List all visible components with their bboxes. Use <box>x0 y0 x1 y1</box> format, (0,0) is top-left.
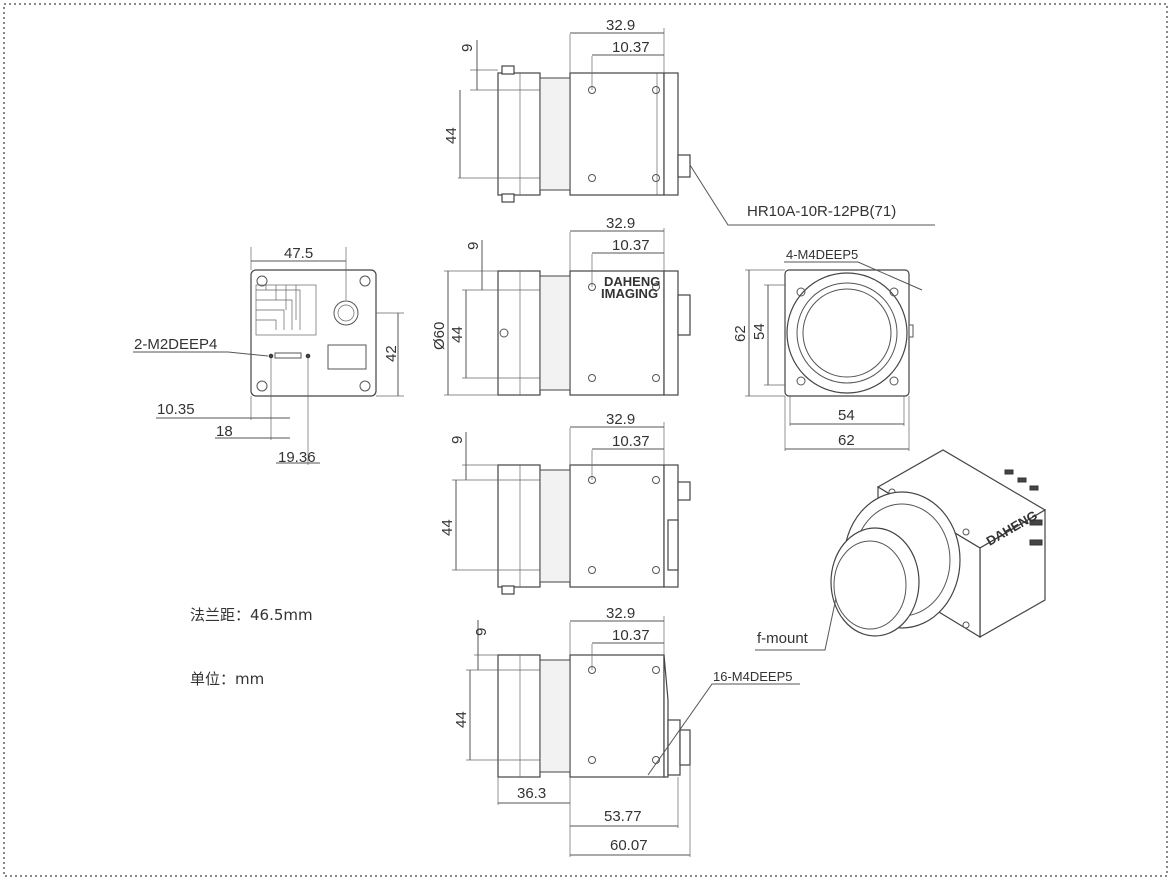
rear-dim-d3: 19.36 <box>278 449 316 466</box>
side-dim-offset: 9 <box>465 242 482 250</box>
side-view: DAHENG IMAGING 32.9 10.37 Ø60 44 9 <box>431 215 691 396</box>
connector-callout: HR10A-10R-12PB(71) <box>747 203 896 220</box>
top-dim-height: 44 <box>443 127 460 144</box>
front-view: 62 54 54 62 4-M4DEEP5 <box>732 247 923 451</box>
front-dim-inner-w: 54 <box>838 407 855 424</box>
top-dim-total: 32.9 <box>606 17 635 34</box>
top-dim-offset: 9 <box>459 44 476 52</box>
rear-holes-callout: 2-M2DEEP4 <box>134 336 217 353</box>
side-dim-total: 32.9 <box>606 215 635 232</box>
flange-note: 法兰距：46.5mm <box>190 606 313 624</box>
isometric-view: DAHENG f-mount <box>755 449 1047 651</box>
lower-dim-d3: 60.07 <box>610 837 648 854</box>
mount-callout: f-mount <box>757 630 809 647</box>
lower-dim-d1: 36.3 <box>517 785 546 802</box>
lower-dim-offset: 9 <box>473 628 490 636</box>
third-dim-offset: 9 <box>449 436 466 444</box>
lower-dim-total: 32.9 <box>606 605 635 622</box>
third-dim-total: 32.9 <box>606 411 635 428</box>
top-view: 32.9 10.37 9 44 HR10A-10R-12PB(71) <box>443 17 935 226</box>
bottom-holes-callout: 16-M4DEEP5 <box>713 669 792 684</box>
logo-line2: IMAGING <box>601 286 658 301</box>
sheet-border <box>3 3 1168 877</box>
top-dim-part: 10.37 <box>612 39 650 56</box>
unit-note: 单位：mm <box>190 670 264 688</box>
lower-dim-part: 10.37 <box>612 627 650 644</box>
lower-dim-d2: 53.77 <box>604 808 642 825</box>
side-dim-height: 44 <box>449 326 466 343</box>
third-dim-part: 10.37 <box>612 433 650 450</box>
side-dim-part: 10.37 <box>612 237 650 254</box>
third-dim-height: 44 <box>439 519 456 536</box>
front-dim-inner-h: 54 <box>751 323 768 340</box>
side-dim-diameter: Ø60 <box>431 322 448 350</box>
rear-view: 47.5 42 10.35 18 19.36 2-M2DEEP4 <box>133 245 404 466</box>
rear-dim-width: 47.5 <box>284 245 313 262</box>
front-dim-outer-w: 62 <box>838 432 855 449</box>
rear-dim-d1: 10.35 <box>157 401 195 418</box>
lower-view: 32.9 10.37 9 44 36.3 53.77 60.07 16-M4DE… <box>453 605 800 857</box>
logo-line1: DAHENG <box>604 274 660 289</box>
third-view: 32.9 10.37 9 44 <box>439 411 691 595</box>
rear-dim-height: 42 <box>383 345 400 362</box>
front-holes-callout: 4-M4DEEP5 <box>786 247 858 262</box>
lower-dim-height: 44 <box>453 711 470 728</box>
front-dim-outer-h: 62 <box>732 325 749 342</box>
rear-dim-d2: 18 <box>216 423 233 440</box>
